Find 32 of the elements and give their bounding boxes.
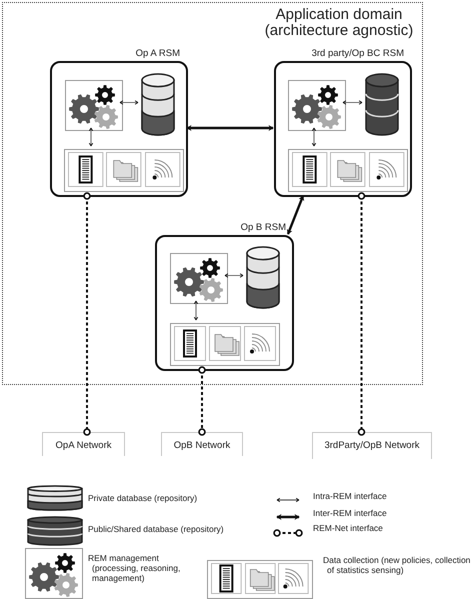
intra-rem-arrow bbox=[342, 100, 362, 105]
rsm-label: 3rd party/Op BC RSM bbox=[312, 48, 404, 59]
rem-net-connector bbox=[83, 192, 91, 436]
legend-text: Public/Shared database (repository) bbox=[88, 524, 224, 534]
rsm-label: Op A RSM bbox=[136, 48, 180, 59]
data-collection-panel bbox=[64, 149, 184, 192]
inter-rem-arrow bbox=[286, 195, 304, 235]
rsm-label: Op B RSM bbox=[240, 222, 286, 233]
rem-net-connector bbox=[358, 192, 366, 436]
network-label: 3rdParty/OpB Network bbox=[323, 440, 421, 451]
network-box bbox=[161, 432, 243, 456]
legend-text: Data collection (new policies, collection of statistics sensing) bbox=[323, 555, 472, 575]
intra-rem-arrow bbox=[312, 128, 316, 146]
rem-net-connector bbox=[198, 366, 206, 436]
legend-text: REM-Net interface bbox=[313, 523, 383, 533]
legend-text: Intra-REM interface bbox=[313, 491, 387, 501]
network-label: OpB Network bbox=[172, 440, 232, 451]
intra-rem-arrow bbox=[194, 300, 198, 320]
intra-rem-arrow bbox=[120, 100, 138, 105]
inter-rem-arrow bbox=[186, 125, 274, 131]
network-box bbox=[42, 432, 125, 456]
network-label: OpA Network bbox=[54, 440, 112, 451]
network-box bbox=[312, 432, 432, 459]
data-collection-panel bbox=[170, 323, 280, 366]
domain-boundary bbox=[2, 2, 423, 385]
data-collection-panel bbox=[288, 149, 408, 192]
domain-title: Application domain (architecture agnostic) bbox=[264, 7, 414, 39]
legend-text: REM management (processing, reasoning, management) bbox=[88, 553, 182, 583]
intra-rem-arrow bbox=[88, 128, 94, 146]
legend-text: Private database (repository) bbox=[88, 493, 198, 503]
intra-rem-arrow bbox=[224, 273, 244, 278]
legend-text: Inter-REM interface bbox=[313, 508, 387, 518]
